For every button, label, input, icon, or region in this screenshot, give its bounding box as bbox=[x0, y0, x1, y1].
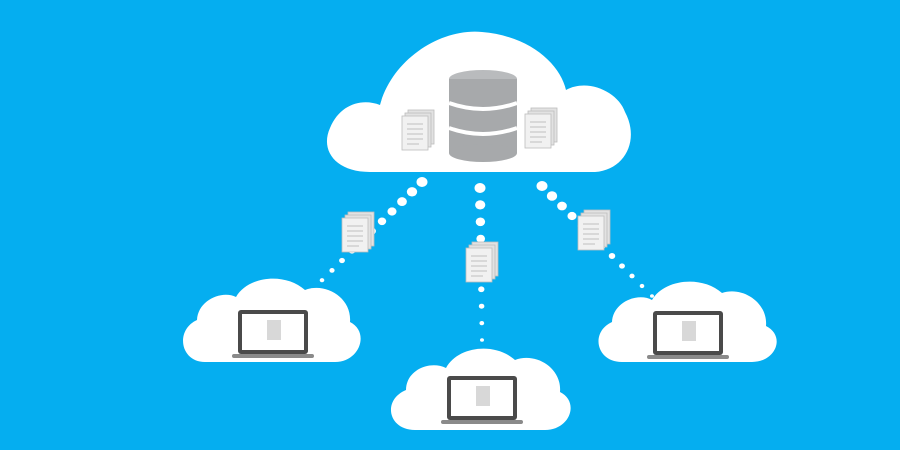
connector-dot bbox=[387, 207, 397, 216]
connector-dot bbox=[629, 273, 635, 279]
connector-dot bbox=[478, 303, 485, 309]
document-stack-icon bbox=[401, 109, 435, 151]
connector-dot bbox=[608, 253, 616, 259]
connector-dot bbox=[397, 197, 407, 207]
connector-dot bbox=[650, 294, 654, 298]
document-stack-icon bbox=[577, 209, 611, 251]
connector-dot bbox=[416, 177, 428, 187]
connector-dot bbox=[475, 200, 486, 210]
connector-dot bbox=[377, 217, 387, 226]
client-cloud-right bbox=[598, 281, 777, 362]
document-stack-icon bbox=[524, 107, 558, 149]
connector-dot bbox=[479, 320, 485, 326]
connector-dot bbox=[567, 211, 577, 221]
central-cloud bbox=[326, 31, 631, 172]
connector-dot bbox=[339, 257, 345, 264]
laptop-icon bbox=[232, 310, 314, 358]
connector-dot bbox=[474, 183, 486, 193]
database-icon bbox=[448, 70, 518, 162]
client-cloud-center bbox=[390, 348, 571, 430]
connector-dot bbox=[536, 181, 548, 191]
connector-dot bbox=[546, 191, 558, 201]
connector-dot bbox=[475, 217, 486, 227]
laptop-icon bbox=[647, 311, 729, 359]
connector-dot bbox=[406, 187, 418, 197]
client-cloud-left bbox=[183, 278, 361, 362]
laptop-icon bbox=[441, 376, 523, 424]
connector-dot bbox=[639, 283, 645, 289]
connector-dot bbox=[619, 263, 625, 269]
connector-dot bbox=[480, 338, 484, 342]
document-stack-icon bbox=[341, 211, 375, 253]
document-stack-icon bbox=[465, 241, 499, 283]
connector-dot bbox=[476, 234, 486, 243]
connector-dot bbox=[319, 278, 325, 283]
connector-dot bbox=[557, 201, 567, 211]
connector-dot bbox=[329, 268, 335, 273]
connector-dot bbox=[478, 286, 485, 293]
